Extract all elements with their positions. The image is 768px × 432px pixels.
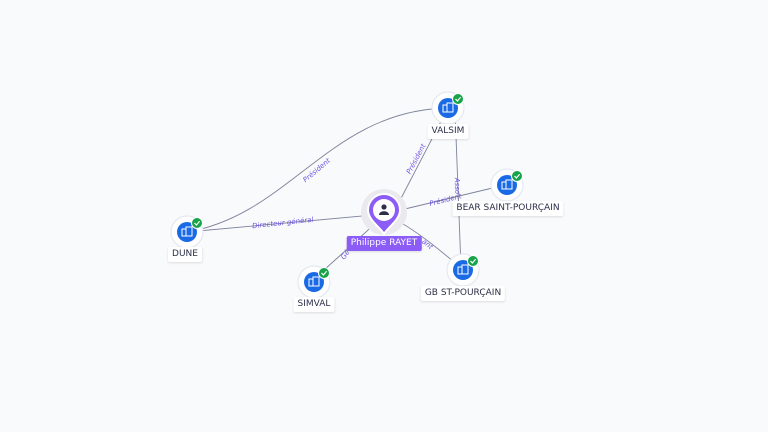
verified-check-icon — [318, 267, 330, 279]
user-icon — [379, 204, 389, 215]
edge-label-person-gb: ant — [420, 238, 434, 252]
person-node[interactable] — [361, 189, 407, 237]
company-label-valsim[interactable]: VALSIM — [427, 124, 469, 139]
company-label-dune[interactable]: DUNE — [168, 247, 202, 262]
edge-label-person-dune: Directeur général — [252, 216, 314, 230]
company-label-bear[interactable]: BEAR SAINT-POURÇAIN — [452, 201, 564, 216]
edge-valsim-dune — [186, 107, 449, 233]
verified-check-icon — [452, 93, 464, 105]
company-label-simval[interactable]: SIMVAL — [293, 297, 335, 312]
company-node-simval[interactable] — [297, 265, 331, 299]
verified-check-icon — [467, 255, 479, 267]
verified-check-icon — [511, 170, 523, 182]
company-node-bear[interactable] — [490, 168, 524, 202]
edge-person-dune — [186, 213, 385, 233]
company-node-valsim[interactable] — [431, 91, 465, 125]
edge-label-person-valsim: Président — [405, 142, 428, 175]
building-icon — [457, 264, 469, 275]
verified-check-icon — [191, 217, 203, 229]
building-icon — [442, 102, 454, 113]
building-icon — [501, 179, 513, 190]
edge-person-valsim — [395, 107, 449, 209]
building-icon — [181, 226, 193, 237]
building-icon — [308, 276, 320, 287]
person-label[interactable]: Philippe RAYET — [346, 236, 422, 251]
company-node-dune[interactable] — [170, 215, 204, 249]
company-label-gb[interactable]: GB ST-POURÇAIN — [420, 286, 506, 301]
edge-label-valsim-gb: Asso — [453, 177, 462, 195]
company-node-gb[interactable] — [446, 253, 480, 287]
